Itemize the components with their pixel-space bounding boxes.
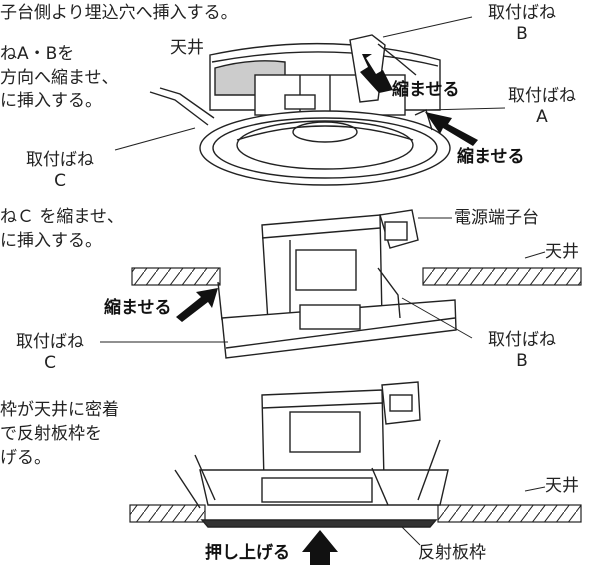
spring-c-letter-2: C [44, 353, 56, 373]
downlight-step3 [174, 381, 449, 528]
ceiling-right-3 [437, 504, 582, 523]
ceiling-left-3 [129, 504, 206, 523]
step2-instruction-line-1: ねＣ を縮ませ、 [0, 207, 124, 227]
step1-instruction-line-1: 子台側より埋込穴へ挿入する。 [0, 3, 238, 23]
step1-compress-label-b: 縮ませる [392, 80, 460, 100]
step3-reflector-frame-label: 反射板枠 [418, 543, 486, 563]
spring-a-name: 取付ばね [508, 86, 576, 106]
step3-instruction-line-1: 枠が天井に密着 [0, 400, 119, 420]
step3-ceiling-label: 天井 [545, 476, 579, 496]
step2-ceiling-label: 天井 [545, 242, 579, 262]
spring-b-letter: B [516, 24, 528, 44]
compress-arrow-a [425, 112, 478, 146]
step1-compress-label-a: 縮ませる [457, 147, 525, 167]
downlight-step2 [217, 209, 457, 359]
step3-instruction-line-2: で反射板枠を [0, 424, 102, 444]
push-up-arrow [302, 530, 338, 565]
downlight-step1 [149, 34, 451, 186]
spring-b-name-2: 取付ばね [488, 330, 556, 350]
spring-c-name-2: 取付ばね [16, 332, 84, 352]
compress-arrow-c [176, 288, 218, 322]
spring-a-letter: A [536, 107, 548, 127]
step3-push-up-label: 押し上げる [205, 543, 290, 563]
step3-instruction-line-3: げる。 [0, 448, 51, 468]
step1-spring-b-label: 取付ばね B [470, 3, 574, 45]
step1-spring-c-label: 取付ばね C [8, 150, 112, 192]
spring-b-letter-2: B [516, 351, 528, 371]
step2-compress-label: 縮ませる [104, 298, 172, 318]
compress-arrow-b [360, 54, 393, 93]
step2-spring-b-label: 取付ばね B [470, 330, 574, 372]
ceiling-right-2 [422, 267, 582, 286]
step2-terminal-block-label: 電源端子台 [454, 208, 539, 228]
step2-spring-c-label: 取付ばね C [0, 332, 100, 374]
step1-spring-a-label: 取付ばね A [490, 86, 594, 128]
step1-instruction-line-4: に挿入する。 [0, 91, 102, 111]
spring-c-letter: C [54, 171, 66, 191]
ceiling-left-2 [131, 267, 221, 286]
step1-instruction-line-3: 方向へ縮ませ、 [0, 68, 119, 88]
spring-b-name: 取付ばね [488, 3, 556, 23]
spring-c-name: 取付ばね [26, 150, 94, 170]
step2-instruction-line-2: に挿入する。 [0, 231, 102, 251]
step1-ceiling-label: 天井 [170, 38, 204, 58]
step1-instruction-line-2: ねA・Bを [0, 44, 75, 64]
